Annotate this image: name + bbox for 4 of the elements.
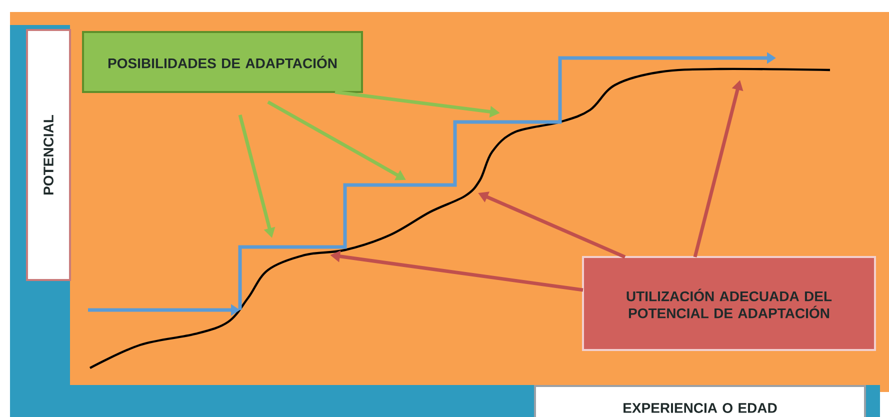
label-box: UTILIZACIÓN ADECUADA DEL POTENCIAL DE ADAPTACIÓN	[582, 256, 876, 351]
axis-label: POTENCIAL	[26, 29, 71, 281]
axis-label: EXPERIENCIA O EDAD	[534, 385, 866, 417]
label-box: POSIBILIDADES DE ADAPTACIÓN	[82, 31, 363, 93]
